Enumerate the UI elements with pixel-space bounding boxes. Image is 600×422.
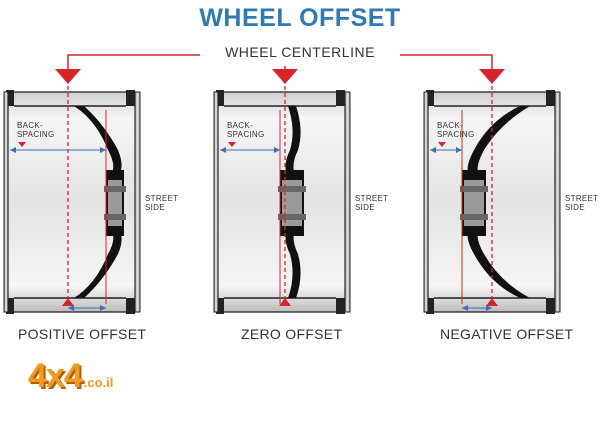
backspacing-label-positive: BACK- SPACING [17, 121, 55, 139]
caption-negative-offset: NEGATIVE OFFSET [440, 326, 574, 342]
caption-zero-offset: ZERO OFFSET [241, 326, 343, 342]
wheel-centerline-label: WHEEL CENTERLINE [200, 44, 400, 60]
street-side-label-negative: STREET SIDE [565, 194, 599, 212]
logo-main-text: 4x4 [28, 357, 83, 395]
mounting-surface-lines [105, 110, 463, 304]
centerline-markers-top [55, 69, 505, 84]
dashed-centerlines [67, 86, 493, 300]
logo-domain-text: .co.il [83, 375, 114, 390]
caption-positive-offset: POSITIVE OFFSET [18, 326, 147, 342]
zero-centerline-marker [272, 69, 298, 84]
street-side-label-positive: STREET SIDE [145, 194, 179, 212]
backspacing-label-zero: BACK- SPACING [227, 121, 265, 139]
positive-centerline-marker [55, 69, 81, 84]
backspacing-label-negative: BACK- SPACING [437, 121, 475, 139]
site-logo: 4x4.co.il [28, 357, 113, 396]
backspacing-pointer-arrows [18, 142, 446, 147]
street-side-label-zero: STREET SIDE [355, 194, 389, 212]
centerline-markers-bottom [62, 298, 498, 306]
page-title: WHEEL OFFSET [199, 4, 401, 32]
negative-centerline-marker [479, 69, 505, 84]
